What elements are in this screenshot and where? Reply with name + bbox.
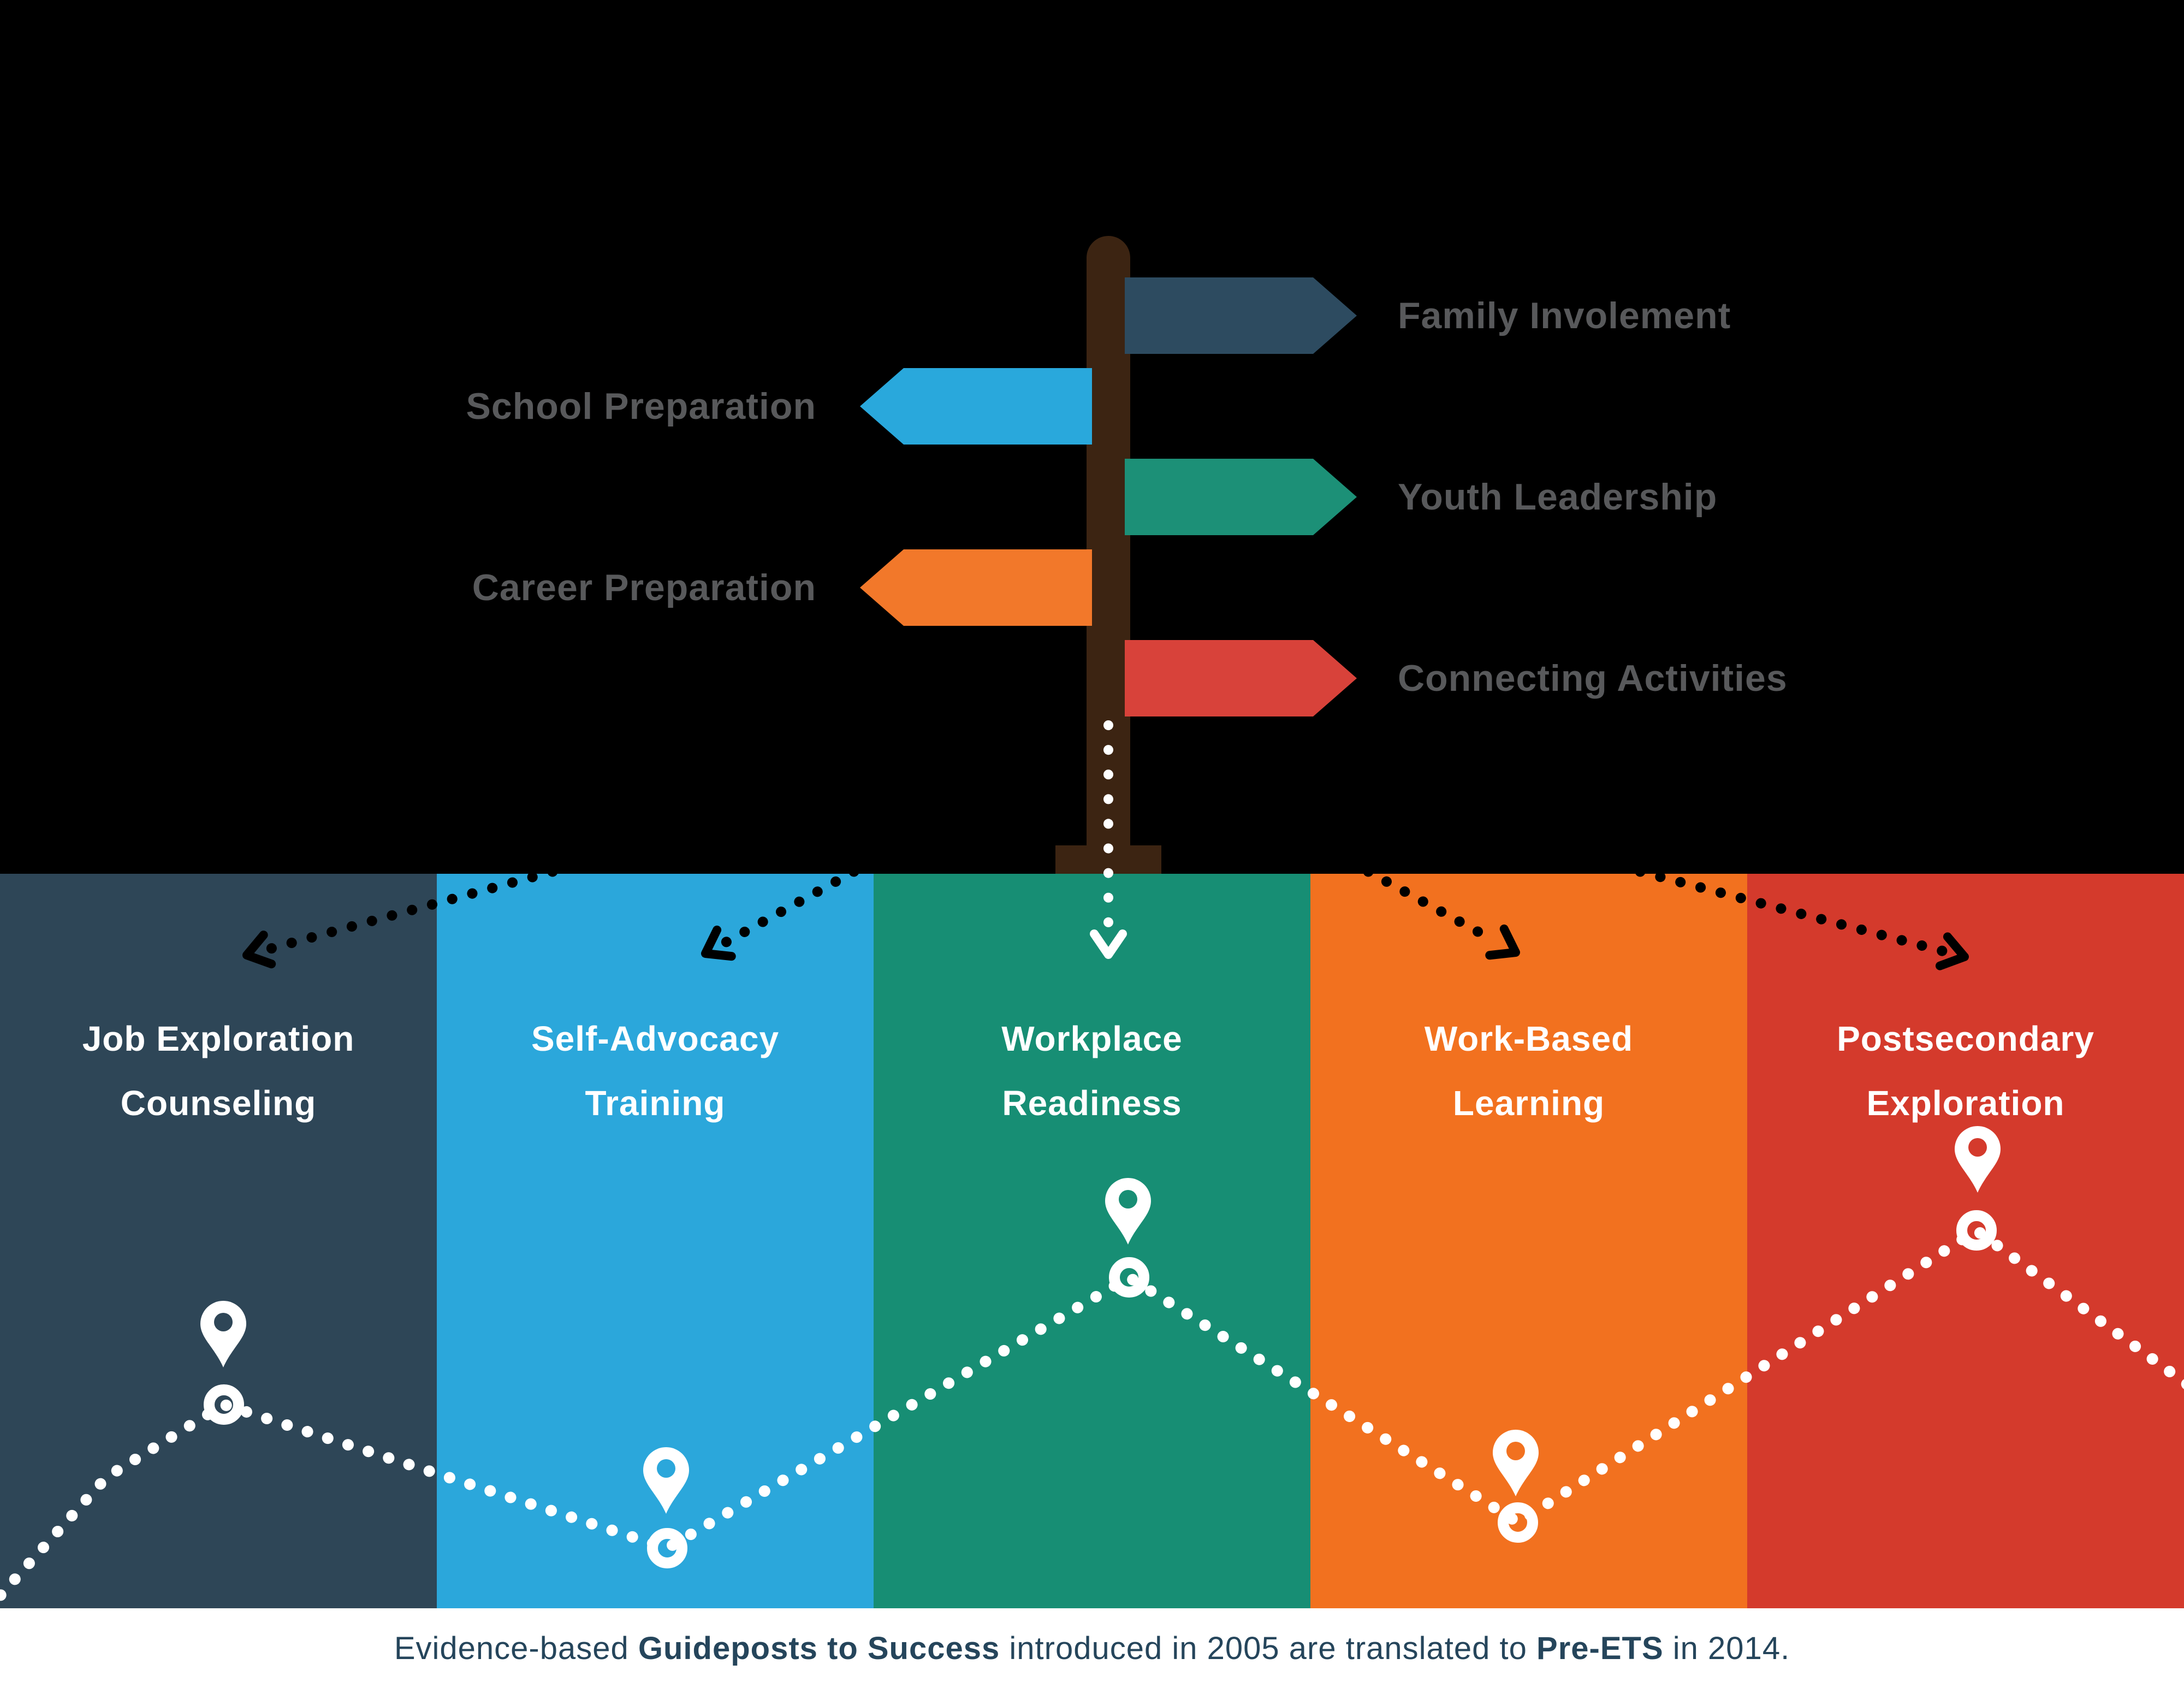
signpost-base — [1055, 845, 1161, 875]
column-job-exploration-counseling — [0, 874, 437, 1608]
column-title-line: Training — [585, 1083, 726, 1123]
sign-label-connecting-activities: Connecting Activities — [1398, 658, 1788, 699]
sign-arrow-youth-leadership — [1125, 459, 1357, 535]
column-title-line: Postsecondary — [1837, 1019, 2094, 1058]
column-title-line: Job Exploration — [82, 1019, 355, 1058]
column-title-work-based-learning: Work-Based Learning — [1310, 1006, 1747, 1135]
column-title-line: Readiness — [1002, 1083, 1182, 1123]
sign-arrow-connecting-activities — [1125, 640, 1357, 716]
sign-label-career-preparation: Career Preparation — [472, 567, 816, 608]
column-title-self-advocacy-training: Self-Advocacy Training — [437, 1006, 874, 1135]
footer-highlight-pre-ets: Pre-ETS — [1536, 1630, 1664, 1666]
footer-text-segment: in 2014. — [1663, 1630, 1790, 1666]
sign-label-school-preparation: School Preparation — [466, 386, 816, 427]
footer-text-segment: introduced in 2005 are translated to — [1000, 1630, 1537, 1666]
column-title-line: Work-Based — [1424, 1019, 1634, 1058]
column-title-postsecondary-exploration: Postsecondary Exploration — [1747, 1006, 2184, 1135]
column-postsecondary-exploration — [1747, 874, 2184, 1608]
sign-label-family-involvement: Family Involement — [1398, 295, 1731, 336]
footer-highlight-guideposts: Guideposts to Success — [638, 1630, 1000, 1666]
column-workplace-readiness — [874, 874, 1310, 1608]
column-title-workplace-readiness: Workplace Readiness — [874, 1006, 1310, 1135]
column-self-advocacy-training — [437, 874, 874, 1608]
column-title-line: Counseling — [120, 1083, 317, 1123]
column-title-job-exploration-counseling: Job Exploration Counseling — [0, 1006, 437, 1135]
column-title-line: Workplace — [1001, 1019, 1183, 1058]
sign-arrow-career-preparation — [860, 549, 1092, 626]
sign-arrow-school-preparation — [860, 368, 1092, 445]
column-work-based-learning — [1310, 874, 1747, 1608]
footer-text-segment: Evidence-based — [394, 1630, 638, 1666]
footer-caption: Evidence-based Guideposts to Success int… — [0, 1608, 2184, 1688]
column-title-line: Self-Advocacy — [531, 1019, 780, 1058]
signpost-pole — [1087, 236, 1130, 875]
sign-arrow-family-involvement — [1125, 277, 1357, 354]
column-title-line: Learning — [1452, 1083, 1605, 1123]
column-title-line: Exploration — [1866, 1083, 2065, 1123]
sign-label-youth-leadership: Youth Leadership — [1398, 476, 1718, 518]
